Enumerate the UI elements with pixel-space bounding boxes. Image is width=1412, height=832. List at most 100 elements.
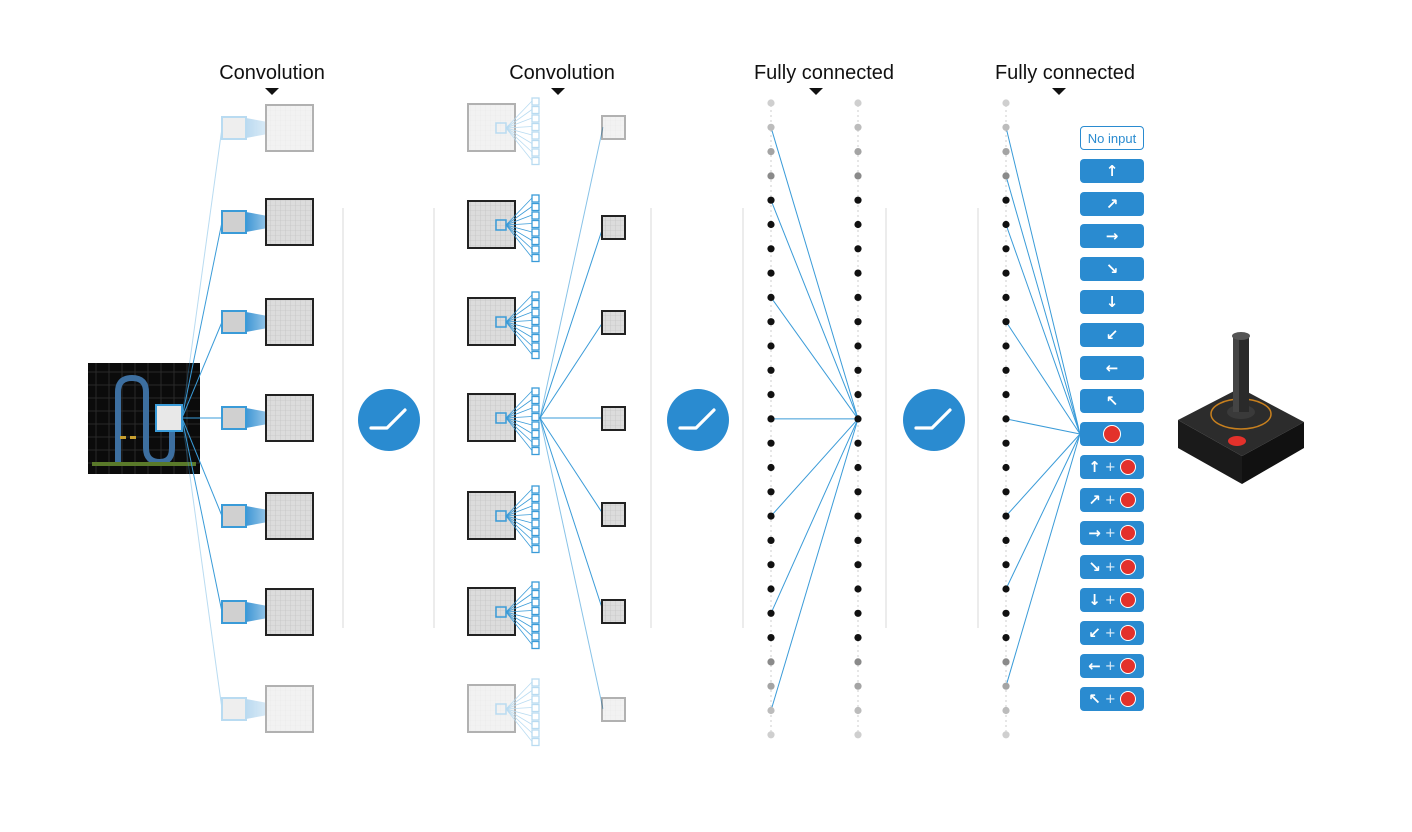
- fc2-input-node: [1002, 172, 1010, 180]
- kernel-weight: [531, 316, 540, 326]
- fc1-input-node: [767, 245, 775, 253]
- plus-sign: +: [1104, 658, 1116, 674]
- action-down-left-fire-button[interactable]: ↙+: [1080, 621, 1144, 645]
- kernel-weight: [531, 678, 540, 687]
- kernel-weight: [531, 122, 540, 132]
- feature-map: [601, 697, 626, 722]
- fc1-output-node: [854, 439, 862, 447]
- connection-line: [505, 223, 533, 226]
- connection-line: [505, 197, 533, 226]
- conv2-input-map-2: [467, 291, 540, 360]
- fc1-input-node: [767, 463, 775, 472]
- fc2-input-node: [1002, 634, 1010, 642]
- action-fire-button[interactable]: [1080, 422, 1144, 446]
- connection-line: [505, 690, 533, 710]
- action-down-button[interactable]: ↓: [1080, 290, 1144, 314]
- fc2-input-node: [1002, 609, 1010, 617]
- kernel-weight: [531, 712, 540, 721]
- connection-line: [539, 226, 604, 419]
- fire-icon: [1119, 625, 1136, 641]
- connection-line: [505, 601, 533, 613]
- fc1-output-node: [854, 342, 862, 350]
- action-no-input-button[interactable]: No input: [1080, 126, 1144, 150]
- connection-line: [770, 418, 859, 517]
- relu-icon: [358, 389, 420, 451]
- fc2-input-node: [1002, 585, 1010, 593]
- feature-map: [601, 502, 626, 527]
- action-up-fire-button[interactable]: ↑+: [1080, 455, 1144, 479]
- connection-line: [505, 224, 533, 258]
- fc1-input-node: [767, 172, 775, 180]
- connection-line: [505, 417, 533, 443]
- fc2-input-node: [1002, 706, 1010, 715]
- fc2-input-node: [1002, 561, 1010, 569]
- action-left-button[interactable]: ←: [1080, 356, 1144, 380]
- action-up-right-fire-button[interactable]: ↗+: [1080, 488, 1144, 512]
- fc1-input-node: [767, 293, 775, 301]
- conv1-filter-5: [181, 417, 314, 636]
- kernel-weight: [531, 623, 540, 633]
- connection-line: [505, 708, 533, 742]
- conv2-input-map-4: [467, 485, 540, 554]
- connection-line: [181, 127, 223, 419]
- action-right-fire-button[interactable]: →+: [1080, 521, 1144, 545]
- fc2-input-node: [1002, 658, 1010, 666]
- connection-line: [181, 417, 223, 613]
- connection-line: [1005, 127, 1081, 435]
- fc2-input-node: [1002, 196, 1010, 204]
- connection-line: [505, 127, 533, 144]
- kernel-weight: [531, 589, 540, 599]
- fc1-input-node: [767, 609, 775, 617]
- fc1-input-node: [767, 658, 775, 666]
- action-down-right-button[interactable]: ↘: [1080, 257, 1144, 281]
- connection-line: [181, 417, 223, 517]
- receptive-field: [495, 122, 507, 134]
- kernel-weight: [531, 114, 540, 123]
- fc1-input-node: [767, 342, 775, 350]
- action-down-right-fire-button[interactable]: ↘+: [1080, 555, 1144, 579]
- connection-line: [505, 584, 533, 613]
- action-down-left-button[interactable]: ↙: [1080, 323, 1144, 347]
- kernel-weight: [531, 342, 540, 351]
- plus-sign: +: [1104, 492, 1116, 508]
- feature-map: [467, 103, 516, 152]
- fc1-input-node: [767, 706, 775, 715]
- plus-sign: +: [1104, 525, 1116, 541]
- kernel-weight: [531, 527, 540, 537]
- fc1-output-node: [854, 172, 862, 180]
- fc2-input-node: [1002, 415, 1010, 423]
- filter-kernel: [221, 210, 247, 234]
- plus-sign: +: [1104, 592, 1116, 608]
- fc1-output-node: [854, 148, 862, 156]
- connection-line: [539, 417, 604, 612]
- fc1-input-node: [767, 123, 775, 131]
- feature-map: [265, 298, 314, 346]
- receptive-field: [495, 703, 507, 715]
- action-right-button[interactable]: →: [1080, 224, 1144, 248]
- action-left-fire-button[interactable]: ←+: [1080, 654, 1144, 678]
- layer-title-conv2: Convolution: [509, 62, 615, 84]
- fc1-output-node: [854, 561, 862, 569]
- action-up-button[interactable]: ↑: [1080, 159, 1144, 183]
- fire-icon: [1119, 658, 1136, 674]
- connection-line: [505, 515, 533, 524]
- layer-title-fc2: Fully connected: [994, 62, 1136, 84]
- action-down-fire-button[interactable]: ↓+: [1080, 588, 1144, 612]
- connection-line: [505, 117, 533, 129]
- fc1-output-node: [854, 585, 862, 593]
- filter-kernel: [221, 600, 247, 624]
- fc1-output-node: [854, 706, 862, 715]
- kernel-weight: [531, 598, 540, 607]
- connection-line: [1005, 321, 1081, 435]
- connection-line: [505, 224, 533, 241]
- fire-icon: [1119, 459, 1136, 475]
- fc2-input-node: [1002, 463, 1010, 472]
- conv2-output-map-0: [601, 115, 626, 140]
- fc2-input-node: [1002, 342, 1010, 350]
- action-up-right-button[interactable]: ↗: [1080, 192, 1144, 216]
- action-up-left-button[interactable]: ↖: [1080, 389, 1144, 413]
- fc2-input-node: [1002, 123, 1010, 131]
- action-up-left-fire-button[interactable]: ↖+: [1080, 687, 1144, 711]
- fire-icon: [1103, 425, 1121, 443]
- fc1-input-node: [767, 682, 775, 690]
